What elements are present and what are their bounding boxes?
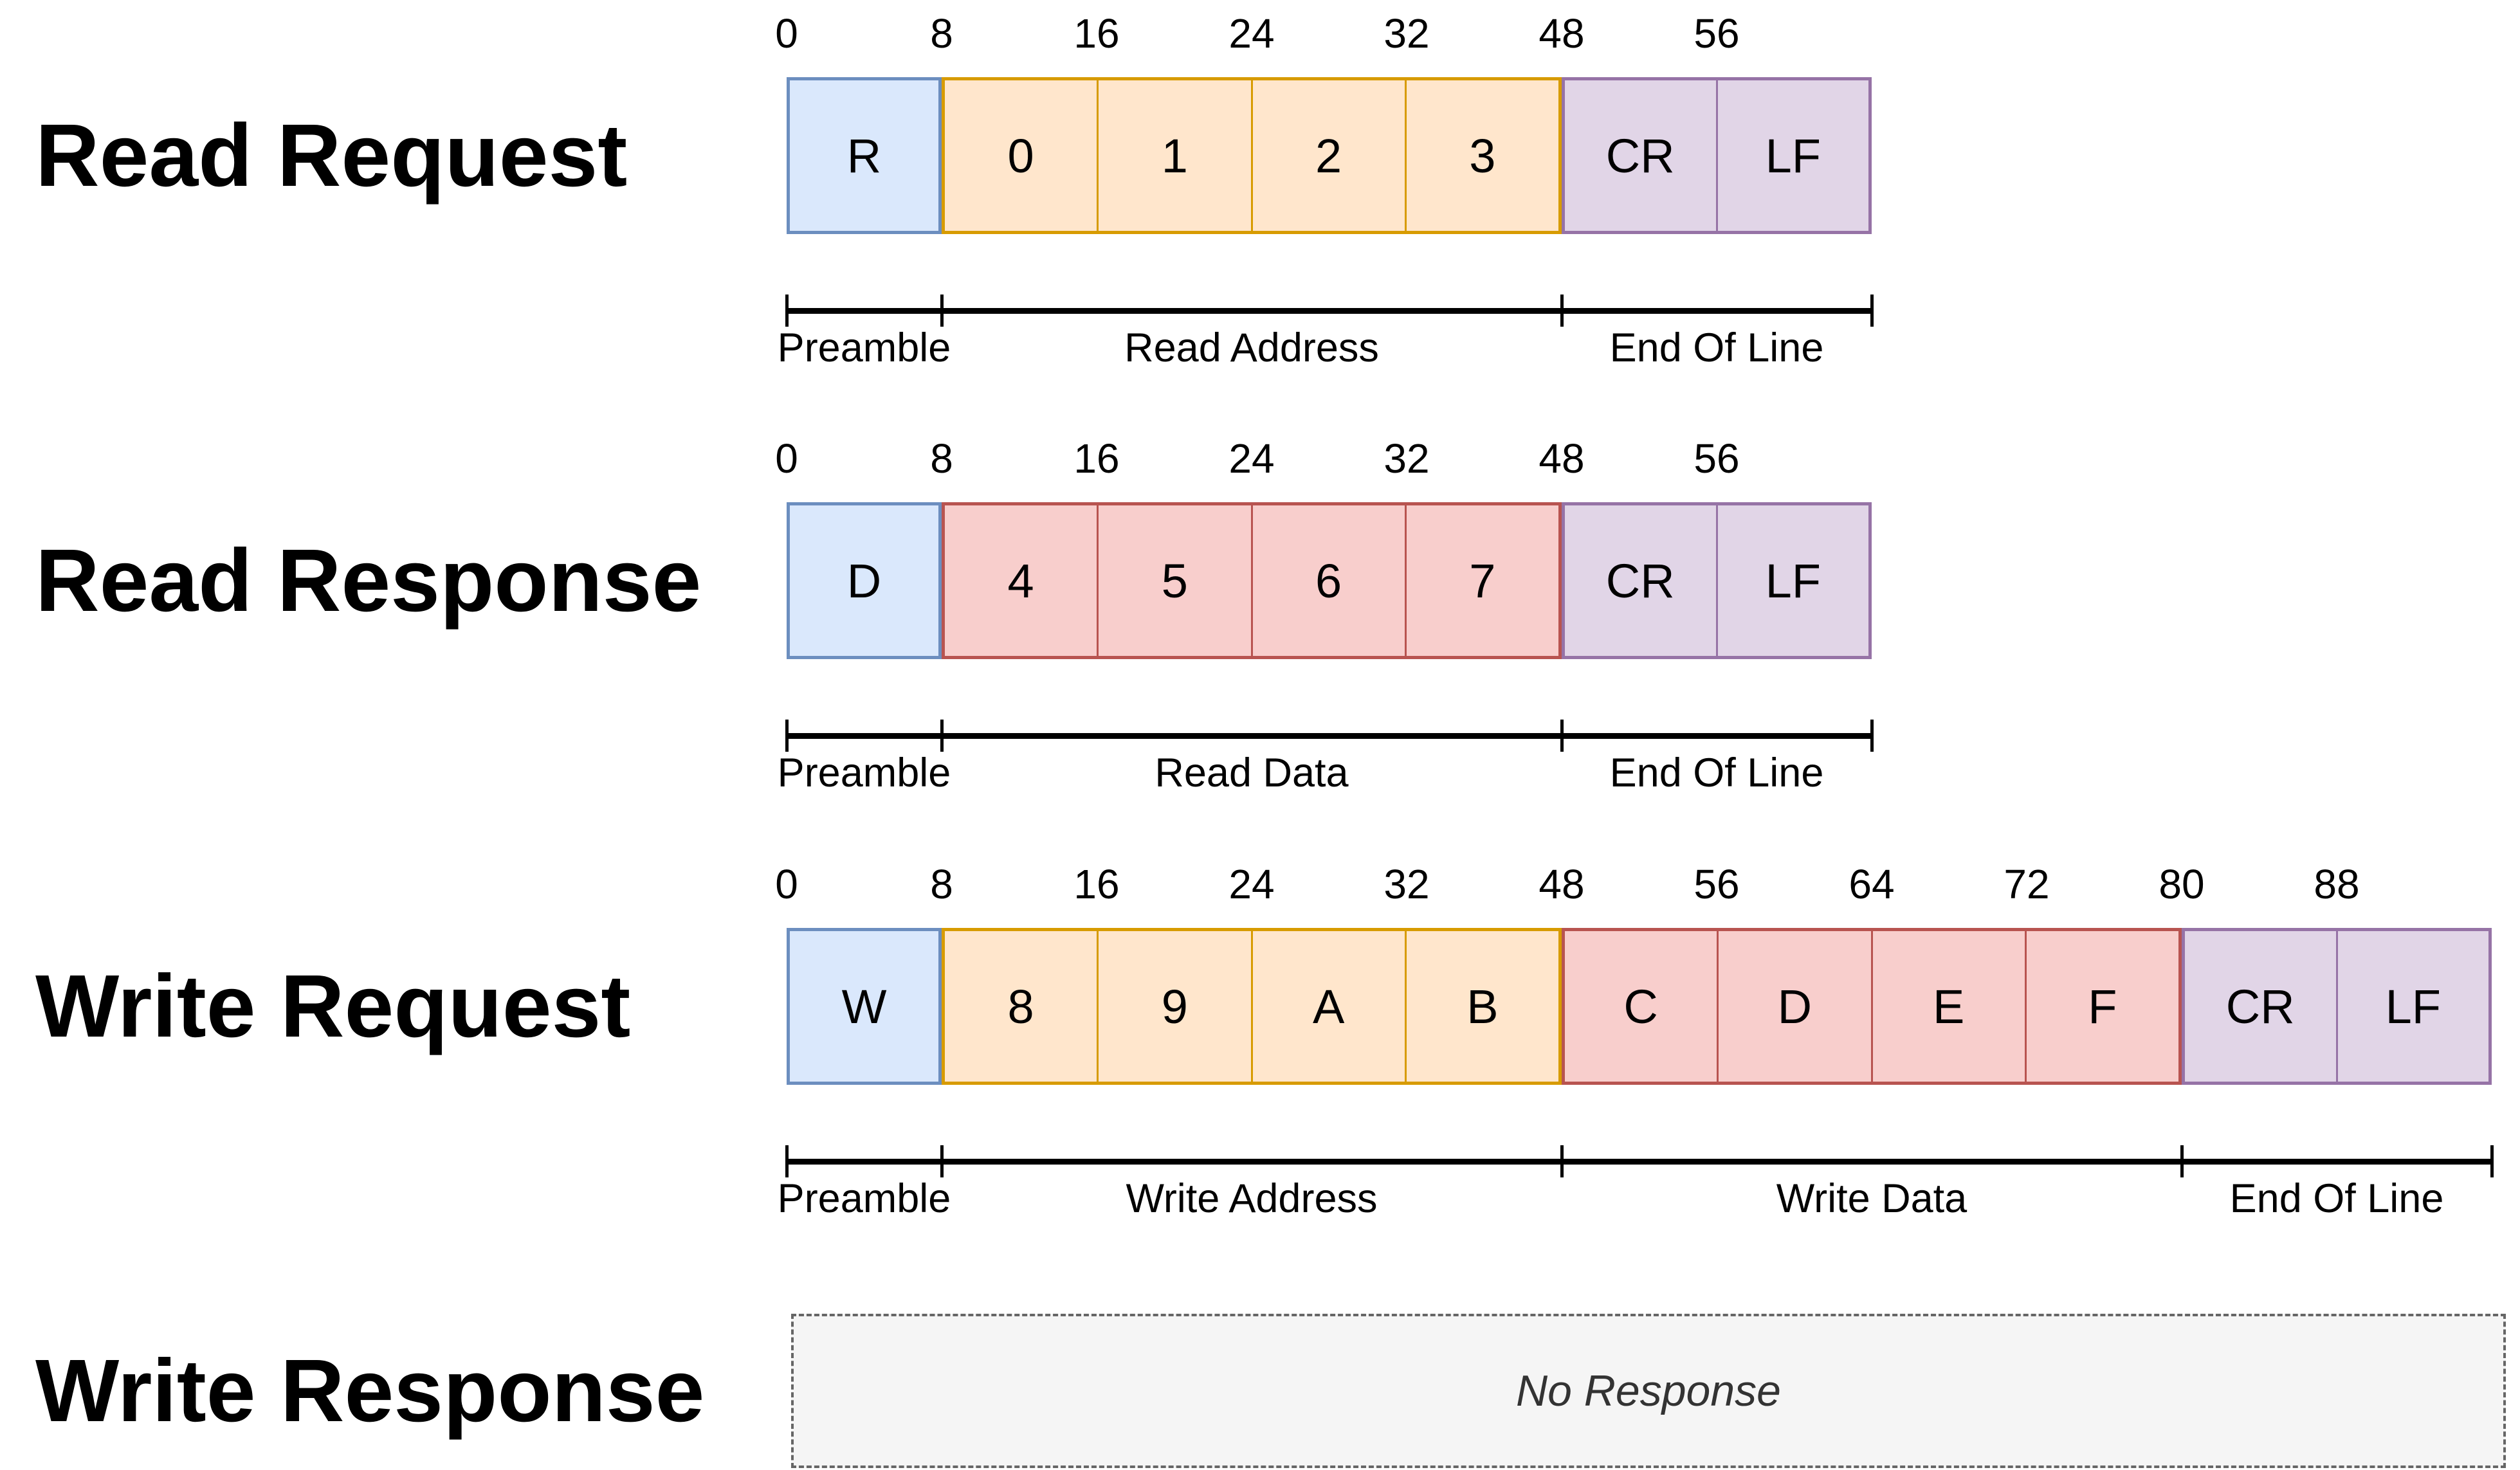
segment-label: End Of Line [2229, 1176, 2444, 1221]
ruler [785, 295, 1874, 327]
bit-offset-label: 16 [1073, 435, 1120, 482]
field-group-eol: CR LF [2182, 928, 2492, 1085]
segment-label: Read Address [1124, 325, 1379, 370]
field-group-eol: CR LF [1562, 77, 1872, 234]
byte-cell: 1 [1097, 80, 1250, 231]
bit-offset-label: 88 [2314, 861, 2360, 907]
bit-offset-label: 32 [1383, 435, 1430, 482]
byte-cell: 2 [1250, 80, 1405, 231]
ruler-tick [785, 295, 789, 327]
byte-cell: 6 [1250, 505, 1405, 656]
ruler-tick [785, 1145, 789, 1177]
field-group-preamble: R [787, 77, 942, 234]
field-group-preamble: W [787, 928, 942, 1085]
segment-label: Write Address [1126, 1176, 1378, 1221]
bit-offset-label: 24 [1228, 435, 1275, 482]
bit-offset-label: 0 [775, 10, 798, 57]
byte-cell: 0 [1007, 129, 1034, 183]
byte-cell: F [2024, 931, 2178, 1082]
byte-cell: 3 [1404, 80, 1558, 231]
ruler [785, 720, 1874, 752]
bit-offset-label: 32 [1383, 10, 1430, 57]
ruler-tick [940, 1145, 944, 1177]
ruler-tick [1870, 295, 1874, 327]
byte-cell: CR [1605, 129, 1675, 183]
byte-cell: LF [2335, 931, 2489, 1082]
byte-cell: 5 [1097, 505, 1250, 656]
byte-cell: LF [1715, 505, 1869, 656]
bit-offset-label: 0 [775, 861, 798, 907]
segment-label: End Of Line [1609, 750, 1824, 795]
segment-label: Preamble [777, 1176, 951, 1221]
ruler-tick [1560, 720, 1564, 752]
no-response-box: No Response [791, 1314, 2506, 1468]
ruler-tick [940, 720, 944, 752]
byte-cell: CR [1605, 554, 1675, 608]
row-title: Read Response [35, 531, 702, 630]
row-title: Write Request [35, 956, 631, 1056]
segment-label: Read Data [1155, 750, 1349, 795]
byte-cell: 8 [1007, 979, 1034, 1033]
ruler-line [787, 308, 1872, 314]
segment-label: End Of Line [1609, 325, 1824, 370]
byte-cell: 7 [1404, 505, 1558, 656]
field-group-eol: CR LF [1562, 502, 1872, 659]
bit-offset-label: 8 [930, 10, 953, 57]
byte-cell: D [846, 554, 882, 608]
no-response-label: No Response [1515, 1366, 1782, 1415]
byte-cell: A [1250, 931, 1405, 1082]
ruler-line [787, 1159, 2492, 1165]
field-group-preamble: D [787, 502, 942, 659]
byte-cell: D [1717, 931, 1870, 1082]
bit-offset-label: 56 [1694, 861, 1740, 907]
ruler-tick [940, 295, 944, 327]
byte-cell: CR [2225, 979, 2295, 1033]
bit-offset-label: 80 [2159, 861, 2205, 907]
ruler-tick [2490, 1145, 2494, 1177]
ruler-tick [785, 720, 789, 752]
bit-offset-label: 48 [1538, 10, 1585, 57]
byte-cell: LF [1715, 80, 1869, 231]
bit-offset-label: 56 [1694, 10, 1740, 57]
segment-label: Preamble [777, 750, 951, 795]
byte-cell: 4 [1007, 554, 1034, 608]
ruler-tick [1870, 720, 1874, 752]
bit-offset-label: 56 [1694, 435, 1740, 482]
byte-cell: R [846, 129, 882, 183]
bit-offset-label: 8 [930, 435, 953, 482]
byte-cell: E [1870, 931, 2025, 1082]
row-title: Read Request [35, 105, 628, 205]
byte-cell: 9 [1097, 931, 1250, 1082]
bit-offset-label: 32 [1383, 861, 1430, 907]
ruler-line [787, 733, 1872, 739]
bit-offset-label: 48 [1538, 435, 1585, 482]
byte-cell: C [1623, 979, 1658, 1033]
ruler [785, 1145, 2494, 1177]
ruler-tick [1560, 1145, 1564, 1177]
bit-offset-label: 64 [1849, 861, 1895, 907]
bit-offset-label: 8 [930, 861, 953, 907]
row-title: Write Response [35, 1341, 705, 1440]
bit-offset-label: 16 [1073, 10, 1120, 57]
bit-offset-label: 24 [1228, 861, 1275, 907]
segment-label: Preamble [777, 325, 951, 370]
byte-cell: B [1404, 931, 1558, 1082]
ruler-tick [1560, 295, 1564, 327]
bit-offset-label: 0 [775, 435, 798, 482]
ruler-tick [2180, 1145, 2184, 1177]
bit-offset-label: 48 [1538, 861, 1585, 907]
bit-offset-label: 24 [1228, 10, 1275, 57]
segment-label: Write Data [1776, 1176, 1968, 1221]
bit-offset-label: 72 [2004, 861, 2050, 907]
bit-offset-label: 16 [1073, 861, 1120, 907]
byte-cell: W [841, 979, 887, 1033]
